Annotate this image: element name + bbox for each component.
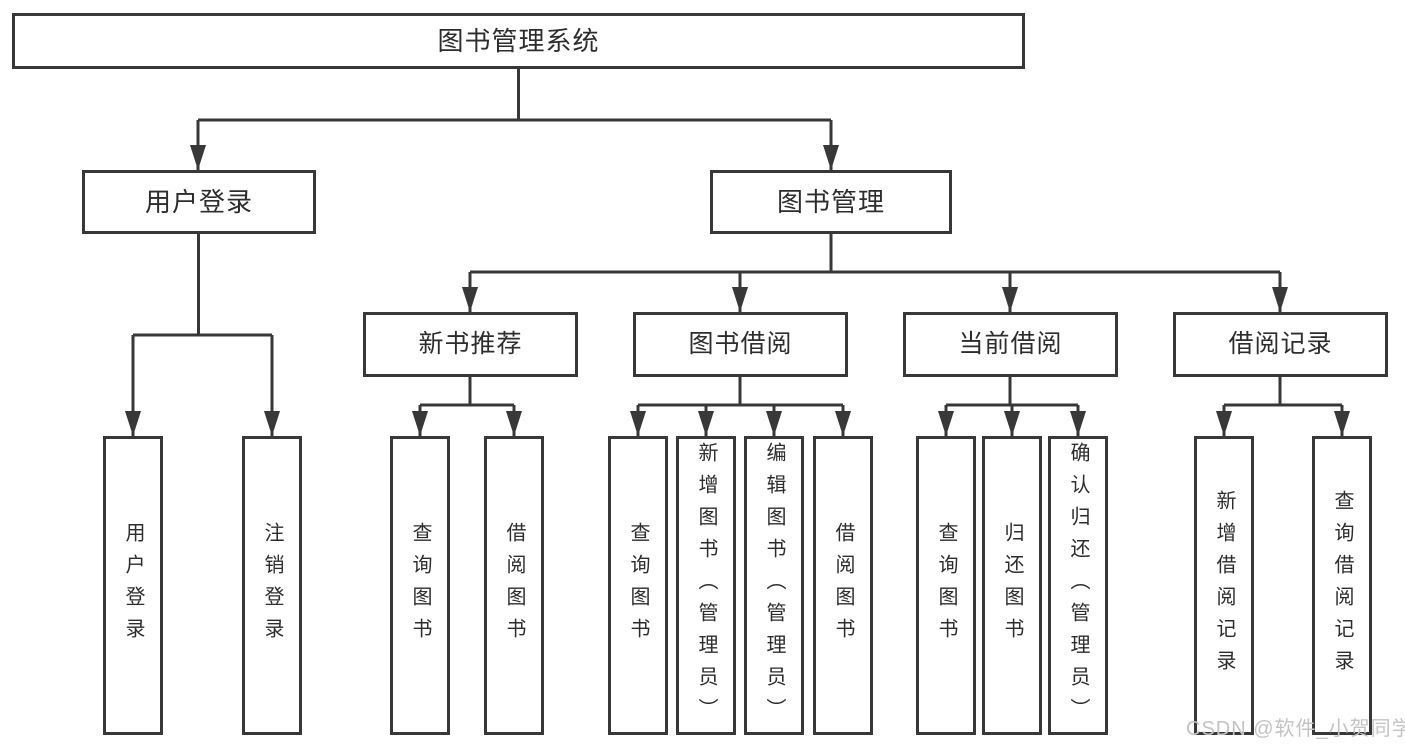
node-label: 新书推荐 [418,330,523,358]
node-label: 查询图书 [935,521,957,650]
node-label: 新增借阅记录 [1213,489,1235,682]
node-current-query-books: 查询图书 [916,436,976,735]
node-label: 编辑图书（管理员） [763,441,785,730]
node-borrow-borrow-books: 借阅图书 [813,436,873,735]
connector-borrow-branch [638,377,843,407]
node-current-borrowing: 当前借阅 [903,312,1118,377]
connector-newbook-branch [420,377,514,407]
connector-bookmgmt-branch [470,234,1280,274]
node-newbook-query-books: 查询图书 [390,436,450,735]
node-label: 查询借阅记录 [1331,489,1353,682]
node-newbook-borrow-books: 借阅图书 [484,436,544,735]
node-label: 图书借阅 [688,330,793,358]
connector-current-branch [946,377,1078,407]
node-label: 图书管理系统 [437,26,600,56]
node-label: 归还图书 [1001,521,1023,650]
node-library-management-system: 图书管理系统 [12,13,1025,69]
node-records-add-record: 新增借阅记录 [1194,436,1254,735]
node-label: 用户登录 [122,521,144,650]
connector-userlogin-branch [133,234,272,337]
node-label: 当前借阅 [958,330,1063,358]
node-borrow-edit-books-admin: 编辑图书（管理员） [744,436,804,735]
node-borrow-query-books: 查询图书 [608,436,668,735]
node-book-management: 图书管理 [710,170,952,234]
node-label: 新增图书（管理员） [695,441,717,730]
connectors [125,68,1350,436]
connector-root-branch [198,68,831,122]
node-label: 借阅记录 [1228,330,1333,358]
node-label: 借阅图书 [503,521,525,650]
node-current-confirm-return-admin: 确认归还（管理员） [1048,436,1108,735]
node-label: 确认归还（管理员） [1067,441,1089,730]
node-book-borrowing: 图书借阅 [633,312,848,377]
node-new-book-recommend: 新书推荐 [363,312,578,377]
node-user-login-group: 用户登录 [82,170,316,234]
node-borrow-add-books-admin: 新增图书（管理员） [676,436,736,735]
node-logout: 注销登录 [242,436,302,735]
node-label: 借阅图书 [832,521,854,650]
connector-records-branch [1224,377,1342,407]
csdn-watermark: CSDN @软件_小贺同学 [1186,718,1405,740]
node-current-return-books: 归还图书 [982,436,1042,735]
node-label: 图书管理 [776,187,885,217]
node-borrowing-records: 借阅记录 [1173,312,1388,377]
node-label: 注销登录 [261,521,283,650]
node-records-query-record: 查询借阅记录 [1312,436,1372,735]
node-label: 用户登录 [144,187,253,217]
node-label: 查询图书 [627,521,649,650]
node-user-login: 用户登录 [103,436,163,735]
node-label: 查询图书 [409,521,431,650]
